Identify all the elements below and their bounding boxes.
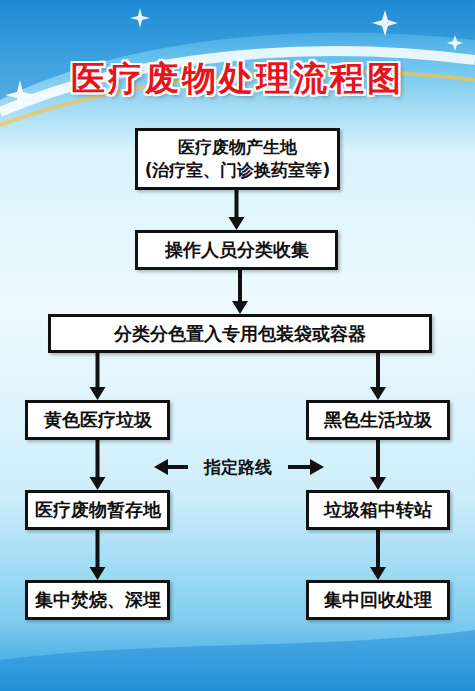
flow-arrow (90, 353, 106, 400)
process-box: 黑色生活垃圾 (306, 400, 450, 440)
process-box: 集中回收处理 (306, 580, 450, 620)
process-box: 集中焚烧、深埋 (25, 580, 170, 620)
box-text: 集中回收处理 (324, 588, 432, 612)
arrow-head (90, 477, 106, 490)
process-box: 分类分色置入专用包装袋或容器 (48, 314, 432, 353)
box-text: 垃圾箱中转站 (324, 498, 432, 522)
process-box: 黄色医疗垃圾 (25, 400, 170, 440)
box-text: 医疗废物暂存地 (35, 498, 161, 522)
box-text: 分类分色置入专用包装袋或容器 (114, 322, 366, 346)
arrow-shaft (376, 440, 380, 479)
flow-arrow (370, 353, 386, 400)
arrow-head (90, 567, 106, 580)
arrow-head (90, 387, 106, 400)
box-text: 医疗废物产生地 (178, 136, 297, 159)
arrow-shaft (96, 353, 100, 389)
arrow-shaft (96, 530, 100, 569)
route-label: 指定路线 (188, 455, 288, 479)
arrow-head (370, 477, 386, 490)
flow-arrow (232, 270, 248, 314)
flow-arrow (90, 530, 106, 580)
box-text: 黄色医疗垃圾 (44, 408, 152, 432)
process-box: 医疗废物暂存地 (25, 490, 170, 530)
bottom-band (0, 630, 475, 691)
arrow-shaft (96, 440, 100, 479)
process-box: 医疗废物产生地(治疗室、门诊换药室等) (135, 128, 340, 190)
box-text: 操作人员分类收集 (165, 238, 309, 262)
flow-arrow (370, 530, 386, 580)
arrow-shaft (376, 530, 380, 569)
arrow-shaft (376, 353, 380, 389)
flow-arrow (90, 440, 106, 490)
arrow-head (232, 301, 248, 314)
process-box: 操作人员分类收集 (135, 230, 338, 270)
arrow-shaft (235, 190, 239, 219)
arrow-shaft (238, 270, 242, 303)
diagram-title: 医疗废物处理流程图 (0, 56, 475, 100)
process-box: 垃圾箱中转站 (306, 490, 450, 530)
arrow-head (229, 217, 245, 230)
flow-arrow (229, 190, 245, 230)
box-text: 集中焚烧、深埋 (35, 588, 161, 612)
arrow-head (370, 567, 386, 580)
box-subtext: (治疗室、门诊换药室等) (145, 159, 331, 182)
flow-arrow (370, 440, 386, 490)
box-text: 黑色生活垃圾 (324, 408, 432, 432)
arrow-head (370, 387, 386, 400)
